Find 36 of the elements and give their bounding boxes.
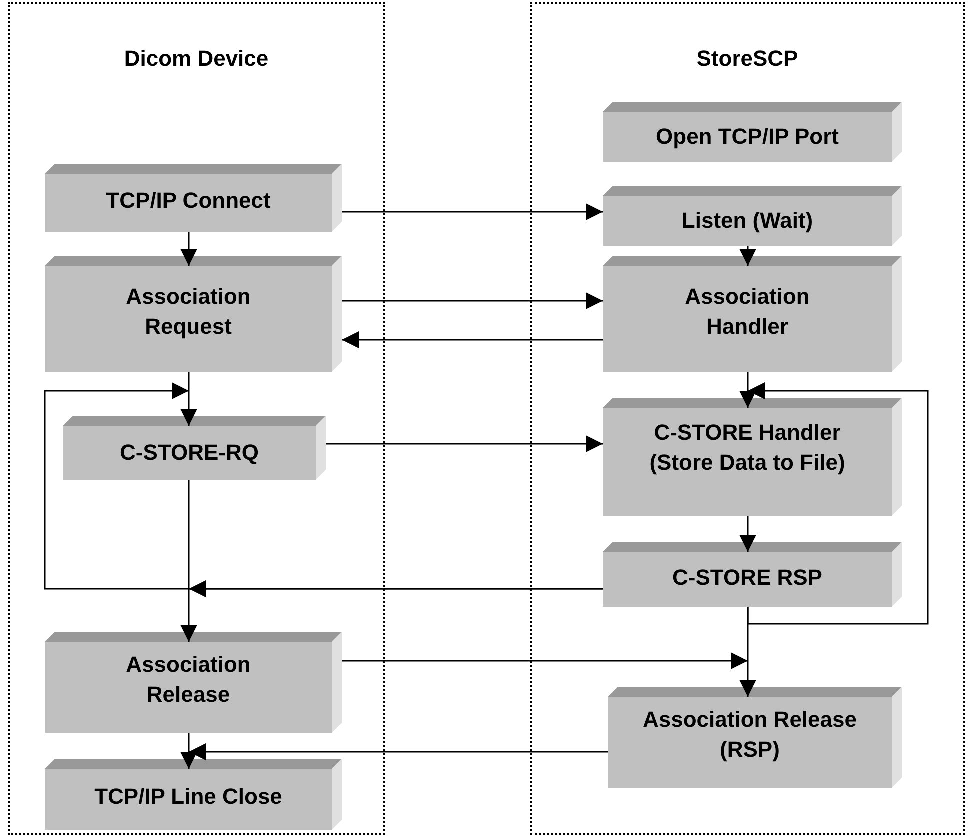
process-box [603, 112, 892, 162]
arrow [326, 436, 603, 452]
process-box [45, 769, 332, 830]
arrow [342, 204, 603, 220]
arrow [180, 372, 198, 426]
box-label: TCP/IP Connect [105, 187, 272, 215]
box-label: C-STORE Handler (Store Data to File) [648, 419, 846, 477]
arrow [180, 733, 198, 769]
arrow [740, 246, 756, 266]
lane-title: StoreSCP [696, 46, 800, 72]
arrow [180, 232, 198, 266]
process-box [45, 174, 332, 232]
lane-title: Dicom Device [123, 46, 270, 72]
arrow [342, 652, 748, 670]
arrow [747, 382, 929, 625]
box-label: Association Release (RSP) [642, 706, 858, 764]
box-label: Open TCP/IP Port [655, 123, 840, 151]
box-label: Association Release [125, 651, 252, 709]
arrow [342, 292, 603, 310]
swimlane-panel [8, 2, 385, 835]
arrow [740, 516, 756, 552]
box-label: Association Request [125, 283, 252, 341]
arrow [342, 332, 603, 348]
box-label: C-STORE-RQ [119, 439, 260, 467]
box-label: C-STORE RSP [672, 564, 824, 592]
arrow [740, 372, 756, 408]
arrow [189, 580, 603, 598]
box-label: Association Handler [684, 283, 811, 341]
arrow [189, 744, 608, 760]
arrow [180, 480, 198, 642]
process-box [603, 196, 892, 246]
box-label: Listen (Wait) [680, 207, 814, 235]
process-box [63, 426, 316, 480]
box-label: TCP/IP Line Close [94, 783, 284, 811]
swimlane-panel [530, 2, 965, 835]
process-box [603, 552, 892, 607]
